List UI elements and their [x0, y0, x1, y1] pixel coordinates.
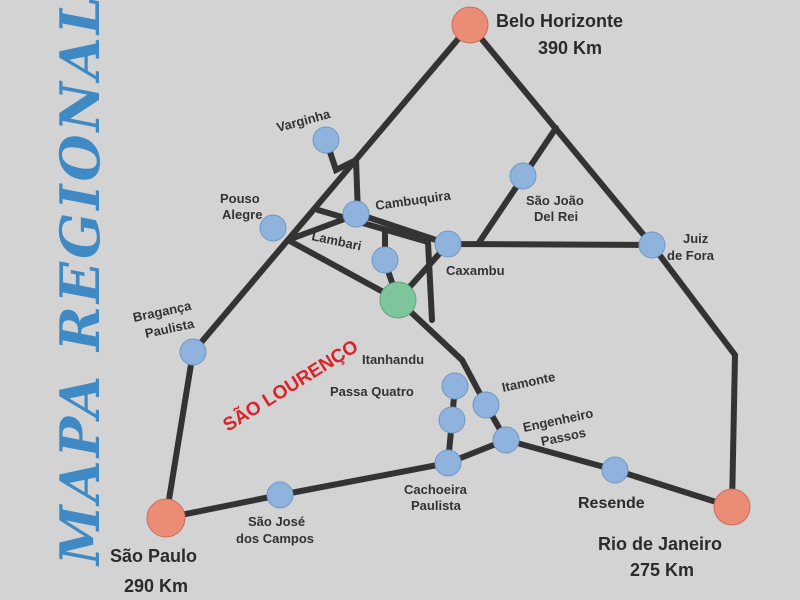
label-cachoeira-paulista-line1: Cachoeira	[404, 482, 468, 497]
road-varginha-cambuquira	[323, 137, 361, 217]
road-cambuquira-branch	[315, 207, 431, 245]
city-marker-cambuquira[interactable]	[342, 200, 370, 228]
city-marker-sao-lourenco[interactable]	[379, 281, 417, 319]
label-rio-de-janeiro-distance: 275 Km	[630, 560, 694, 580]
city-marker-braganca-paulista[interactable]	[179, 338, 207, 366]
city-marker-sao-paulo[interactable]	[146, 498, 186, 538]
city-marker-sao-jose-dos-campos[interactable]	[266, 481, 294, 509]
label-pouso-alegre-line1: Pouso	[220, 191, 260, 206]
label-resende: Resende	[578, 495, 645, 512]
city-marker-juiz-de-fora[interactable]	[638, 231, 666, 259]
city-markers	[146, 6, 751, 538]
city-marker-resende[interactable]	[601, 456, 629, 484]
road-bh-rio	[467, 22, 739, 510]
label-juiz-de-fora-line2: de Fora	[667, 248, 715, 263]
label-itanhandu: Itanhandu	[362, 352, 424, 367]
label-sao-joao-del-rei-line2: Del Rei	[534, 209, 578, 224]
label-itamonte: Itamonte	[501, 369, 557, 395]
label-cachoeira-paulista-line2: Paulista	[411, 498, 462, 513]
label-lambari: Lambari	[310, 228, 363, 253]
city-marker-lambari[interactable]	[371, 246, 399, 274]
road-caxambu-down	[425, 239, 435, 323]
label-sao-jose-dos-campos-line1: São José	[248, 514, 305, 529]
label-caxambu: Caxambu	[446, 263, 505, 278]
label-rio-de-janeiro: Rio de Janeiro	[598, 534, 722, 554]
city-labels: Belo Horizonte 390 Km São Paulo 290 Km R…	[110, 11, 722, 596]
label-sao-joao-del-rei-line1: São João	[526, 193, 584, 208]
label-sao-paulo: São Paulo	[110, 546, 197, 566]
city-marker-caxambu[interactable]	[434, 230, 462, 258]
road-pouso-lambari	[285, 210, 655, 248]
city-marker-engenheiro-passos[interactable]	[492, 426, 520, 454]
road-saolourenco-itamonte	[395, 297, 509, 443]
city-marker-itanhandu[interactable]	[441, 372, 469, 400]
city-marker-rio-de-janeiro[interactable]	[713, 488, 751, 526]
city-marker-varginha[interactable]	[312, 126, 340, 154]
label-sao-jose-dos-campos-line2: dos Campos	[236, 531, 314, 546]
city-marker-pouso-alegre[interactable]	[259, 214, 287, 242]
city-marker-cachoeira-paulista[interactable]	[434, 449, 462, 477]
label-passa-quatro: Passa Quatro	[330, 384, 414, 399]
label-pouso-alegre-line2: Alegre	[222, 207, 262, 222]
road-lambari-saolourenco	[285, 237, 401, 303]
road-sp-rio	[163, 436, 735, 521]
label-sao-paulo-distance: 290 Km	[124, 576, 188, 596]
city-marker-belo-horizonte[interactable]	[451, 6, 489, 44]
label-juiz-de-fora-line1: Juiz	[683, 231, 709, 246]
label-belo-horizonte: Belo Horizonte	[496, 11, 623, 31]
label-cambuquira: Cambuquira	[374, 187, 452, 213]
city-marker-sao-joao-del-rei[interactable]	[509, 162, 537, 190]
city-marker-passa-quatro[interactable]	[438, 406, 466, 434]
city-marker-itamonte[interactable]	[472, 391, 500, 419]
label-belo-horizonte-distance: 390 Km	[538, 38, 602, 58]
